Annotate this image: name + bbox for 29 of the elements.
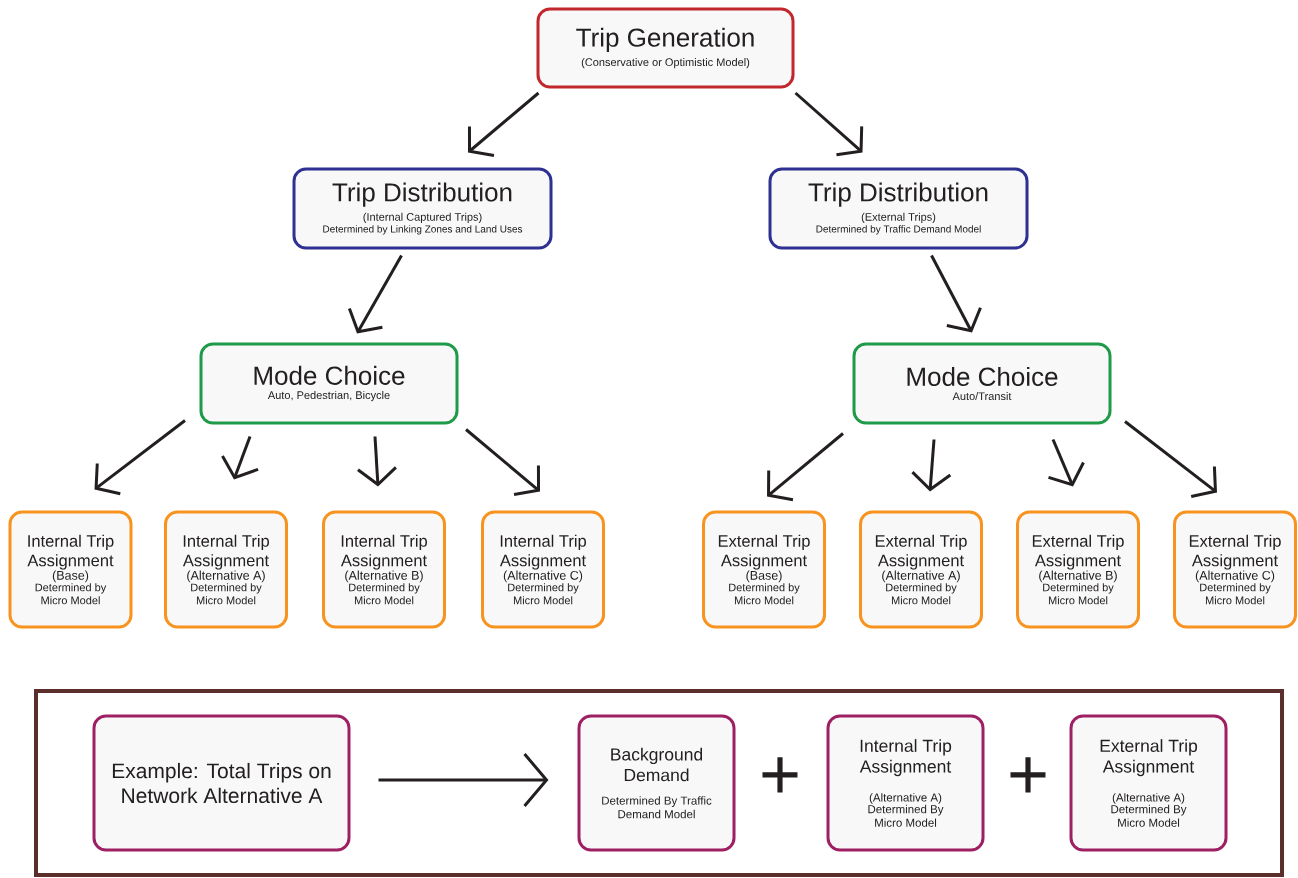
arrow	[94, 419, 186, 496]
process-box: Trip Distribution (Internal Captured Trips) Determined by Linking Zones and Land Uses	[292, 167, 553, 250]
process-box: External Trip Assignment (Alternative C) Determined by Micro Model	[1173, 510, 1297, 629]
process-box: Internal Trip Assignment (Alternative C) Determined by Micro Model	[481, 510, 605, 629]
process-box: Background Demand Determined By Traffic Demand Model	[577, 714, 736, 852]
process-box: External Trip Assignment (Base) Determined by Micro Model	[702, 510, 826, 629]
process-box: Internal Trip Assignment (Base) Determined by Micro Model	[8, 510, 133, 629]
arrow	[794, 91, 864, 157]
process-box: Example: Total Trips on Network Alternative A	[92, 714, 351, 852]
arrow	[767, 432, 844, 502]
arrow	[348, 254, 403, 334]
process-box: Internal Trip Assignment (Alternative A) Determined by Micro Model	[164, 510, 288, 629]
process-box: Trip Distribution (External Trips) Determined by Traffic Demand Model	[768, 167, 1029, 250]
process-box: Mode Choice Auto, Pedestrian, Bicycle	[199, 342, 459, 425]
arrow	[468, 91, 540, 157]
process-box: External Trip Assignment (Alternative B) Determined by Micro Model	[1016, 510, 1140, 629]
arrow	[465, 428, 540, 496]
process-box: Mode Choice Auto/Transit	[852, 342, 1112, 425]
panel-frame	[34, 689, 1284, 877]
arrow	[930, 254, 982, 333]
process-box: External Trip Assignment (Alternative A) Determined by Micro Model	[859, 510, 983, 629]
process-box: Trip Generation (Conservative or Optimistic Model)	[536, 7, 795, 89]
arrow	[378, 753, 549, 807]
process-box: External Trip Assignment (Alternative A) Determined By Micro Model	[1069, 714, 1228, 852]
process-box: Internal Trip Assignment (Alternative B) Determined by Micro Model	[322, 510, 446, 629]
arrow	[1124, 420, 1217, 499]
plus-sign: +	[762, 757, 798, 793]
plus-sign: +	[1010, 757, 1046, 793]
process-box: Internal Trip Assignment (Alternative A) Determined By Micro Model	[826, 714, 985, 852]
